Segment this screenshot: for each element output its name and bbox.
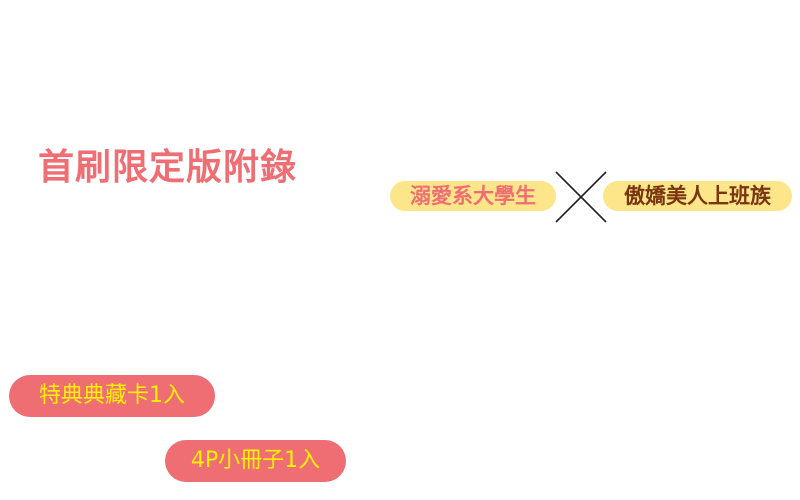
bonus-title: 首刷限定版附錄 bbox=[38, 147, 298, 188]
character-tag-left: 溺愛系大學生 bbox=[390, 181, 556, 211]
bonus-card-badge: 特典典藏卡1入 bbox=[9, 375, 215, 417]
character-tag-right: 傲嬌美人上班族 bbox=[603, 181, 792, 211]
bonus-booklet-badge: 4P小冊子1入 bbox=[165, 440, 346, 482]
cross-icon bbox=[555, 171, 607, 223]
